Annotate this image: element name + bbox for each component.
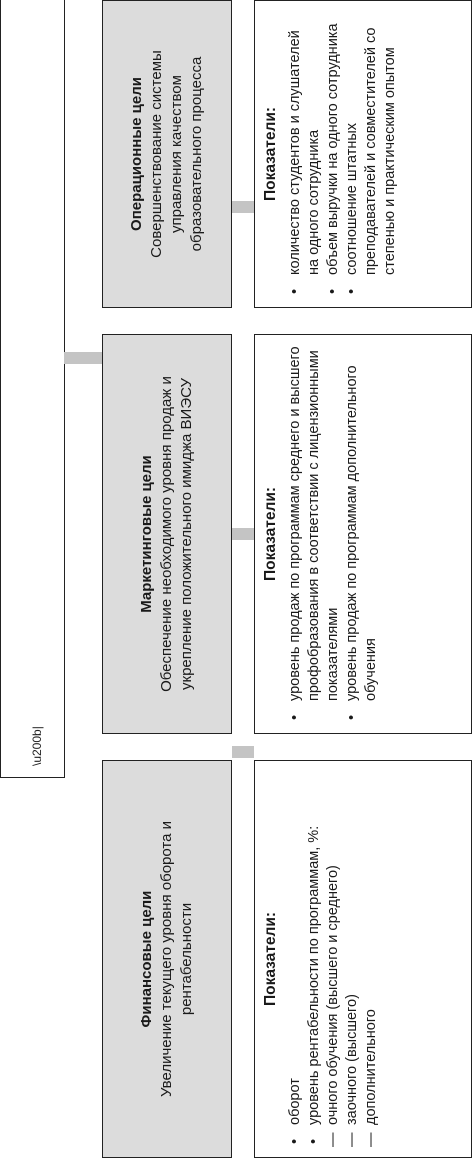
financial-goal-text: Увеличение текущего уровня оборота и рен… (158, 821, 195, 1098)
operational-goal-title: Операционные цели (128, 77, 145, 231)
financial-goal-box: Финансовые цели Увеличение текущего уров… (102, 760, 232, 1158)
tick-mark: \u200b| (30, 726, 44, 766)
operational-connector (232, 201, 254, 213)
marketing-goal-title: Маркетинговые цели (138, 455, 155, 613)
operational-goal-text: Совершенствование системы управления кач… (148, 50, 205, 258)
marketing-goal-box: Маркетинговые цели Обеспечение необходим… (102, 334, 232, 734)
top-bracket-frame (0, 0, 65, 778)
indicator-subitem: заочного (высшего) (343, 771, 362, 1147)
financial-indicators-title: Показатели: (262, 911, 279, 1007)
marketing-indicators-title: Показатели: (262, 486, 279, 582)
marketing-indicators-list: уровень продаж по программам среднего и … (286, 345, 381, 723)
indicator-item: количество студентов и слушателей на одн… (286, 11, 324, 297)
indicator-item: уровень продаж по программам дополнитель… (343, 345, 381, 723)
indicator-subitem: дополнительного (362, 771, 381, 1147)
financial-goal-title: Финансовые цели (138, 890, 155, 1028)
marketing-indicators-box: Показатели: уровень продаж по программам… (254, 334, 472, 734)
financial-connector (232, 746, 254, 758)
indicator-subitem: очного обучения (высшего и среднего) (324, 771, 343, 1147)
marketing-goal-text: Обеспечение необходимого уровня продаж и… (158, 376, 195, 692)
operational-indicators-box: Показатели: количество студентов и слуша… (254, 0, 472, 308)
financial-indicators-list: оборот уровень рентабельности по програм… (286, 771, 381, 1147)
operational-indicators-title: Показатели: (262, 106, 279, 202)
indicator-item: соотношение штатных преподавателей и сов… (343, 11, 400, 297)
operational-indicators-list: количество студентов и слушателей на одн… (286, 11, 400, 297)
bracket-connector (64, 352, 104, 364)
indicator-item: объем выручки на одного сотрудника (324, 11, 343, 297)
indicator-item: оборот (286, 771, 305, 1147)
financial-indicators-box: Показатели: оборот уровень рентабельност… (254, 760, 472, 1158)
indicator-item: уровень продаж по программам среднего и … (286, 345, 343, 723)
marketing-connector (232, 528, 254, 540)
operational-goal-box: Операционные цели Совершенствование сист… (102, 0, 232, 308)
indicator-item: уровень рентабельности по программам, %: (305, 771, 324, 1147)
